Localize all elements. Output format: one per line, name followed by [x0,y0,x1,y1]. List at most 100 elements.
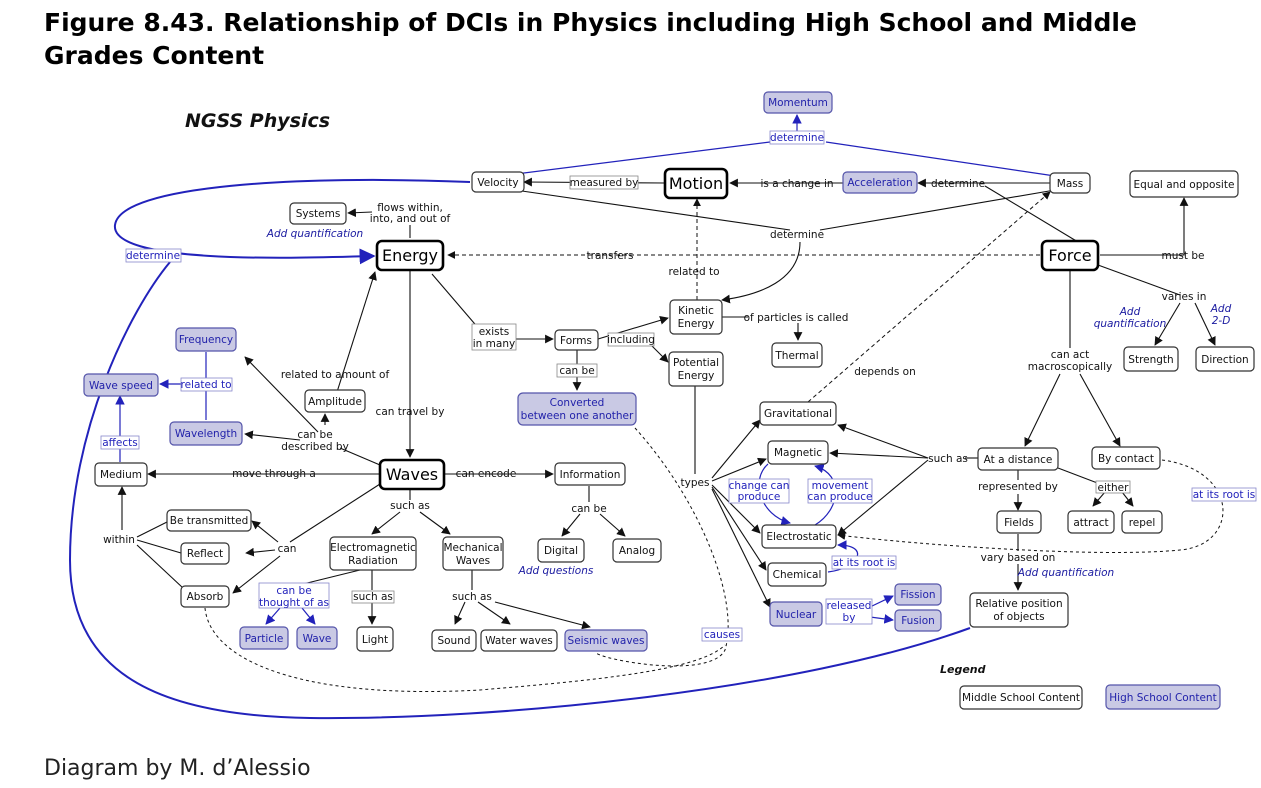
label-causes: causes [704,629,740,641]
edge-mass-momentum [825,141,1056,177]
edge-suchas-mech [419,511,451,535]
edge-suchas-seismic [494,601,591,630]
node-frequency: Frequency [175,327,237,352]
edge-can-absorb [232,555,281,594]
legend-middle-school: Middle School Content [959,685,1083,710]
node-chemical: Chemical [767,562,827,587]
svg-text:Mass: Mass [1057,178,1083,190]
label-can-travel-by: can travel by [376,406,445,418]
node-absorb: Absorb [180,585,230,608]
svg-text:Electromagnetic: Electromagnetic [330,542,416,554]
edge-suchas-water [477,601,511,625]
node-motion: Motion [663,167,729,200]
edge-mass-det [819,189,1056,231]
label-such-as-mech: such as [452,591,492,603]
node-by-contact: By contact [1091,446,1161,470]
label-described-1: can be [297,429,332,441]
edges [68,114,1224,720]
node-water-waves: Water waves [480,629,558,652]
note-add-quant-fields: Add quantification [1017,567,1114,579]
node-direction: Direction [1195,346,1255,372]
label-related-amount: related to amount of [281,369,390,381]
node-seismic-waves: Seismic waves [564,629,648,652]
edge-suchas-sound [454,601,466,625]
node-at-distance: At a distance [977,447,1059,471]
svg-text:Sound: Sound [437,635,470,647]
edge-grav-mass [807,191,1051,403]
svg-text:Energy: Energy [678,370,715,382]
edge-can-reflect [245,547,276,557]
node-digital: Digital [537,538,585,563]
svg-text:Systems: Systems [296,208,341,220]
svg-text:Thermal: Thermal [774,350,818,362]
label-released-1: released [827,600,872,612]
svg-text:Velocity: Velocity [477,177,518,189]
edge-force-mass [984,185,1079,243]
label-types: types [681,477,710,489]
svg-text:Acceleration: Acceleration [847,177,912,189]
note-add-2d-2: 2-D [1212,315,1231,327]
svg-text:Wave: Wave [303,633,332,645]
label-is-change-in: is a change in [760,178,833,190]
credit: Diagram by M. d’Alessio [44,756,311,781]
label-change-2: produce [738,491,781,503]
label-related-to-motion: related to [668,266,719,278]
edge-varies-strength [1154,302,1181,346]
label-root-1: at its root is [833,557,896,569]
node-fields: Fields [996,510,1042,534]
edge-varies-direction [1194,302,1216,346]
edge-canact-contact [1079,373,1121,447]
label-movement-1: movement [812,480,869,492]
svg-text:Kinetic: Kinetic [678,305,714,317]
node-acceleration: Acceleration [842,171,918,194]
edge-either-attract [1092,491,1106,507]
label-exists-1: exists [479,326,509,338]
figure-title: Figure 8.43. Relationship of DCIs in Phy… [44,8,1137,70]
edge-described-wavelength [244,430,301,441]
label-can-be-info: can be [571,503,606,515]
edge-relative-loop [68,261,971,720]
svg-text:Equal and opposite: Equal and opposite [1134,179,1235,191]
svg-text:Relative position: Relative position [975,598,1062,610]
svg-text:Be transmitted: Be transmitted [170,515,249,527]
svg-text:Fields: Fields [1004,517,1034,529]
label-move-through: move through a [232,468,316,480]
svg-text:Force: Force [1048,246,1091,265]
edge-either-repel [1121,491,1134,507]
edge-types-chemical [711,486,767,571]
svg-text:Wavelength: Wavelength [175,428,237,440]
svg-text:Nuclear: Nuclear [776,609,817,621]
node-light: Light [356,626,394,652]
label-movement-2: can produce [808,491,873,503]
node-be-transmitted: Be transmitted [166,509,252,532]
legend-high-school: High School Content [1105,684,1221,710]
edge-det-kinetic [721,241,801,304]
label-flows-2: into, and out of [370,213,451,225]
svg-text:Mechanical: Mechanical [443,542,502,554]
edge-released-fission [869,595,894,608]
edge-velocity-det [514,189,791,231]
node-magnetic: Magnetic [767,440,829,465]
node-fusion: Fusion [894,609,942,632]
svg-text:Reflect: Reflect [187,548,223,560]
svg-text:Frequency: Frequency [179,334,233,346]
edge-waves-described [339,447,381,466]
edge-canact-distance [1024,373,1061,447]
label-depends-on: depends on [854,366,915,378]
note-add-questions: Add questions [518,565,594,577]
label-exists-2: in many [473,338,515,350]
edge-distance-either [1057,467,1101,485]
svg-text:Motion: Motion [669,174,723,193]
edge-reflect-within [136,539,182,554]
edge-thought-particle [265,607,281,625]
node-mass: Mass [1049,172,1091,194]
edge-amplitude-energy [336,271,377,393]
notes: Add quantification Add quantification Ad… [266,228,1232,579]
label-affects: affects [102,437,138,449]
label-including: including [607,334,655,346]
label-described-2: described by [281,441,349,453]
label-released-2: by [843,612,856,624]
svg-text:Seismic waves: Seismic waves [568,635,645,647]
